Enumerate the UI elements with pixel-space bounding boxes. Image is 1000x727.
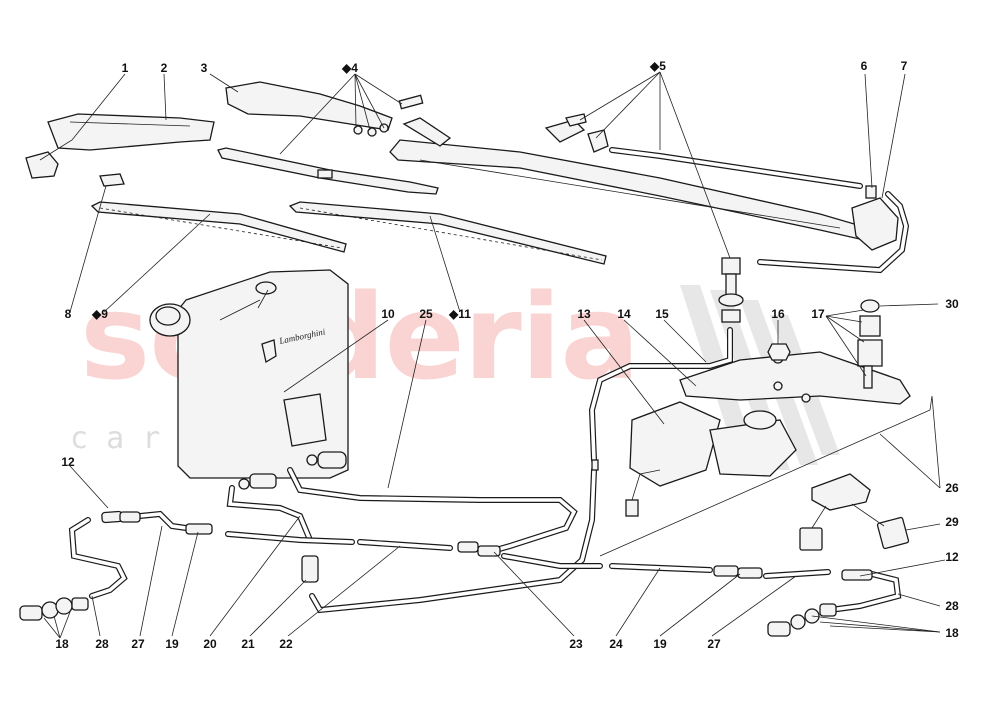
callout-19-left: 19 — [165, 637, 179, 651]
callout-30: 30 — [945, 297, 959, 311]
callout-19-right: 19 — [653, 637, 667, 651]
callout-leader-lines — [39, 71, 946, 639]
wiper-arm-part-4 — [217, 147, 439, 195]
small-clip-part-8 — [99, 173, 125, 187]
callout-12-left: 12 — [61, 455, 75, 469]
clip-part-1 — [25, 151, 59, 179]
callout-12-right: 12 — [945, 550, 959, 564]
washer-pump-left — [238, 473, 277, 490]
callout-24: 24 — [609, 637, 623, 651]
callout-18-left: 18 — [55, 637, 69, 651]
callout-9: ◆9 — [91, 307, 108, 321]
callout-15: 15 — [655, 307, 669, 321]
callout-22: 22 — [279, 637, 293, 651]
callout-14: 14 — [617, 307, 631, 321]
spray-nozzle-right-part-18 — [767, 603, 837, 637]
callout-26: 26 — [945, 481, 959, 495]
pivot-housing-part-7 — [851, 185, 899, 251]
callout-4: ◆4 — [341, 61, 358, 75]
callout-20: 20 — [203, 637, 217, 651]
callout-21: 21 — [241, 637, 255, 651]
wiper-blade-part-11 — [288, 201, 607, 265]
callout-13: 13 — [577, 307, 591, 321]
callout-25: 25 — [419, 307, 433, 321]
watermark-brand: scuderia — [80, 268, 639, 406]
wiper-blade-part-9 — [90, 201, 347, 253]
callout-3: 3 — [201, 61, 208, 75]
wiper-linkage-arm — [389, 117, 869, 241]
callout-28-right: 28 — [945, 599, 959, 613]
wiper-motor-part-13 — [625, 401, 797, 517]
washer-reservoir-tank-part-10: Lamborghini — [149, 269, 349, 479]
callout-11: ◆11 — [448, 307, 471, 321]
bushing-parts-17 — [857, 299, 883, 389]
cowl-cover-part-2 — [47, 113, 215, 151]
callout-7: 7 — [901, 59, 908, 73]
callout-28-left: 28 — [95, 637, 109, 651]
callout-10: 10 — [381, 307, 395, 321]
relay-part-29 — [799, 473, 910, 551]
spray-nozzle-left-part-18 — [19, 597, 89, 621]
washer-nozzle-parts-5 — [544, 113, 609, 153]
callout-29: 29 — [945, 515, 959, 529]
callout-27-left: 27 — [131, 637, 145, 651]
callout-17: 17 — [811, 307, 825, 321]
callout-18-right: 18 — [945, 626, 959, 640]
washer-pump-right — [306, 451, 347, 469]
callout-labels: 1 2 3 ◆4 ◆5 6 7 8 ◆9 10 25 ◆11 13 14 15 … — [55, 59, 959, 651]
callout-5: ◆5 — [649, 59, 666, 73]
callout-27-right: 27 — [707, 637, 721, 651]
nut-part-16 — [767, 343, 791, 361]
hose-connectors — [101, 459, 873, 583]
callout-8: 8 — [65, 307, 72, 321]
washer-hoses — [68, 147, 910, 614]
check-valve-nozzle — [718, 257, 744, 323]
callout-1: 1 — [122, 61, 129, 75]
callout-16: 16 — [771, 307, 785, 321]
callout-23: 23 — [569, 637, 583, 651]
callout-2: 2 — [161, 61, 168, 75]
callout-6: 6 — [861, 59, 868, 73]
